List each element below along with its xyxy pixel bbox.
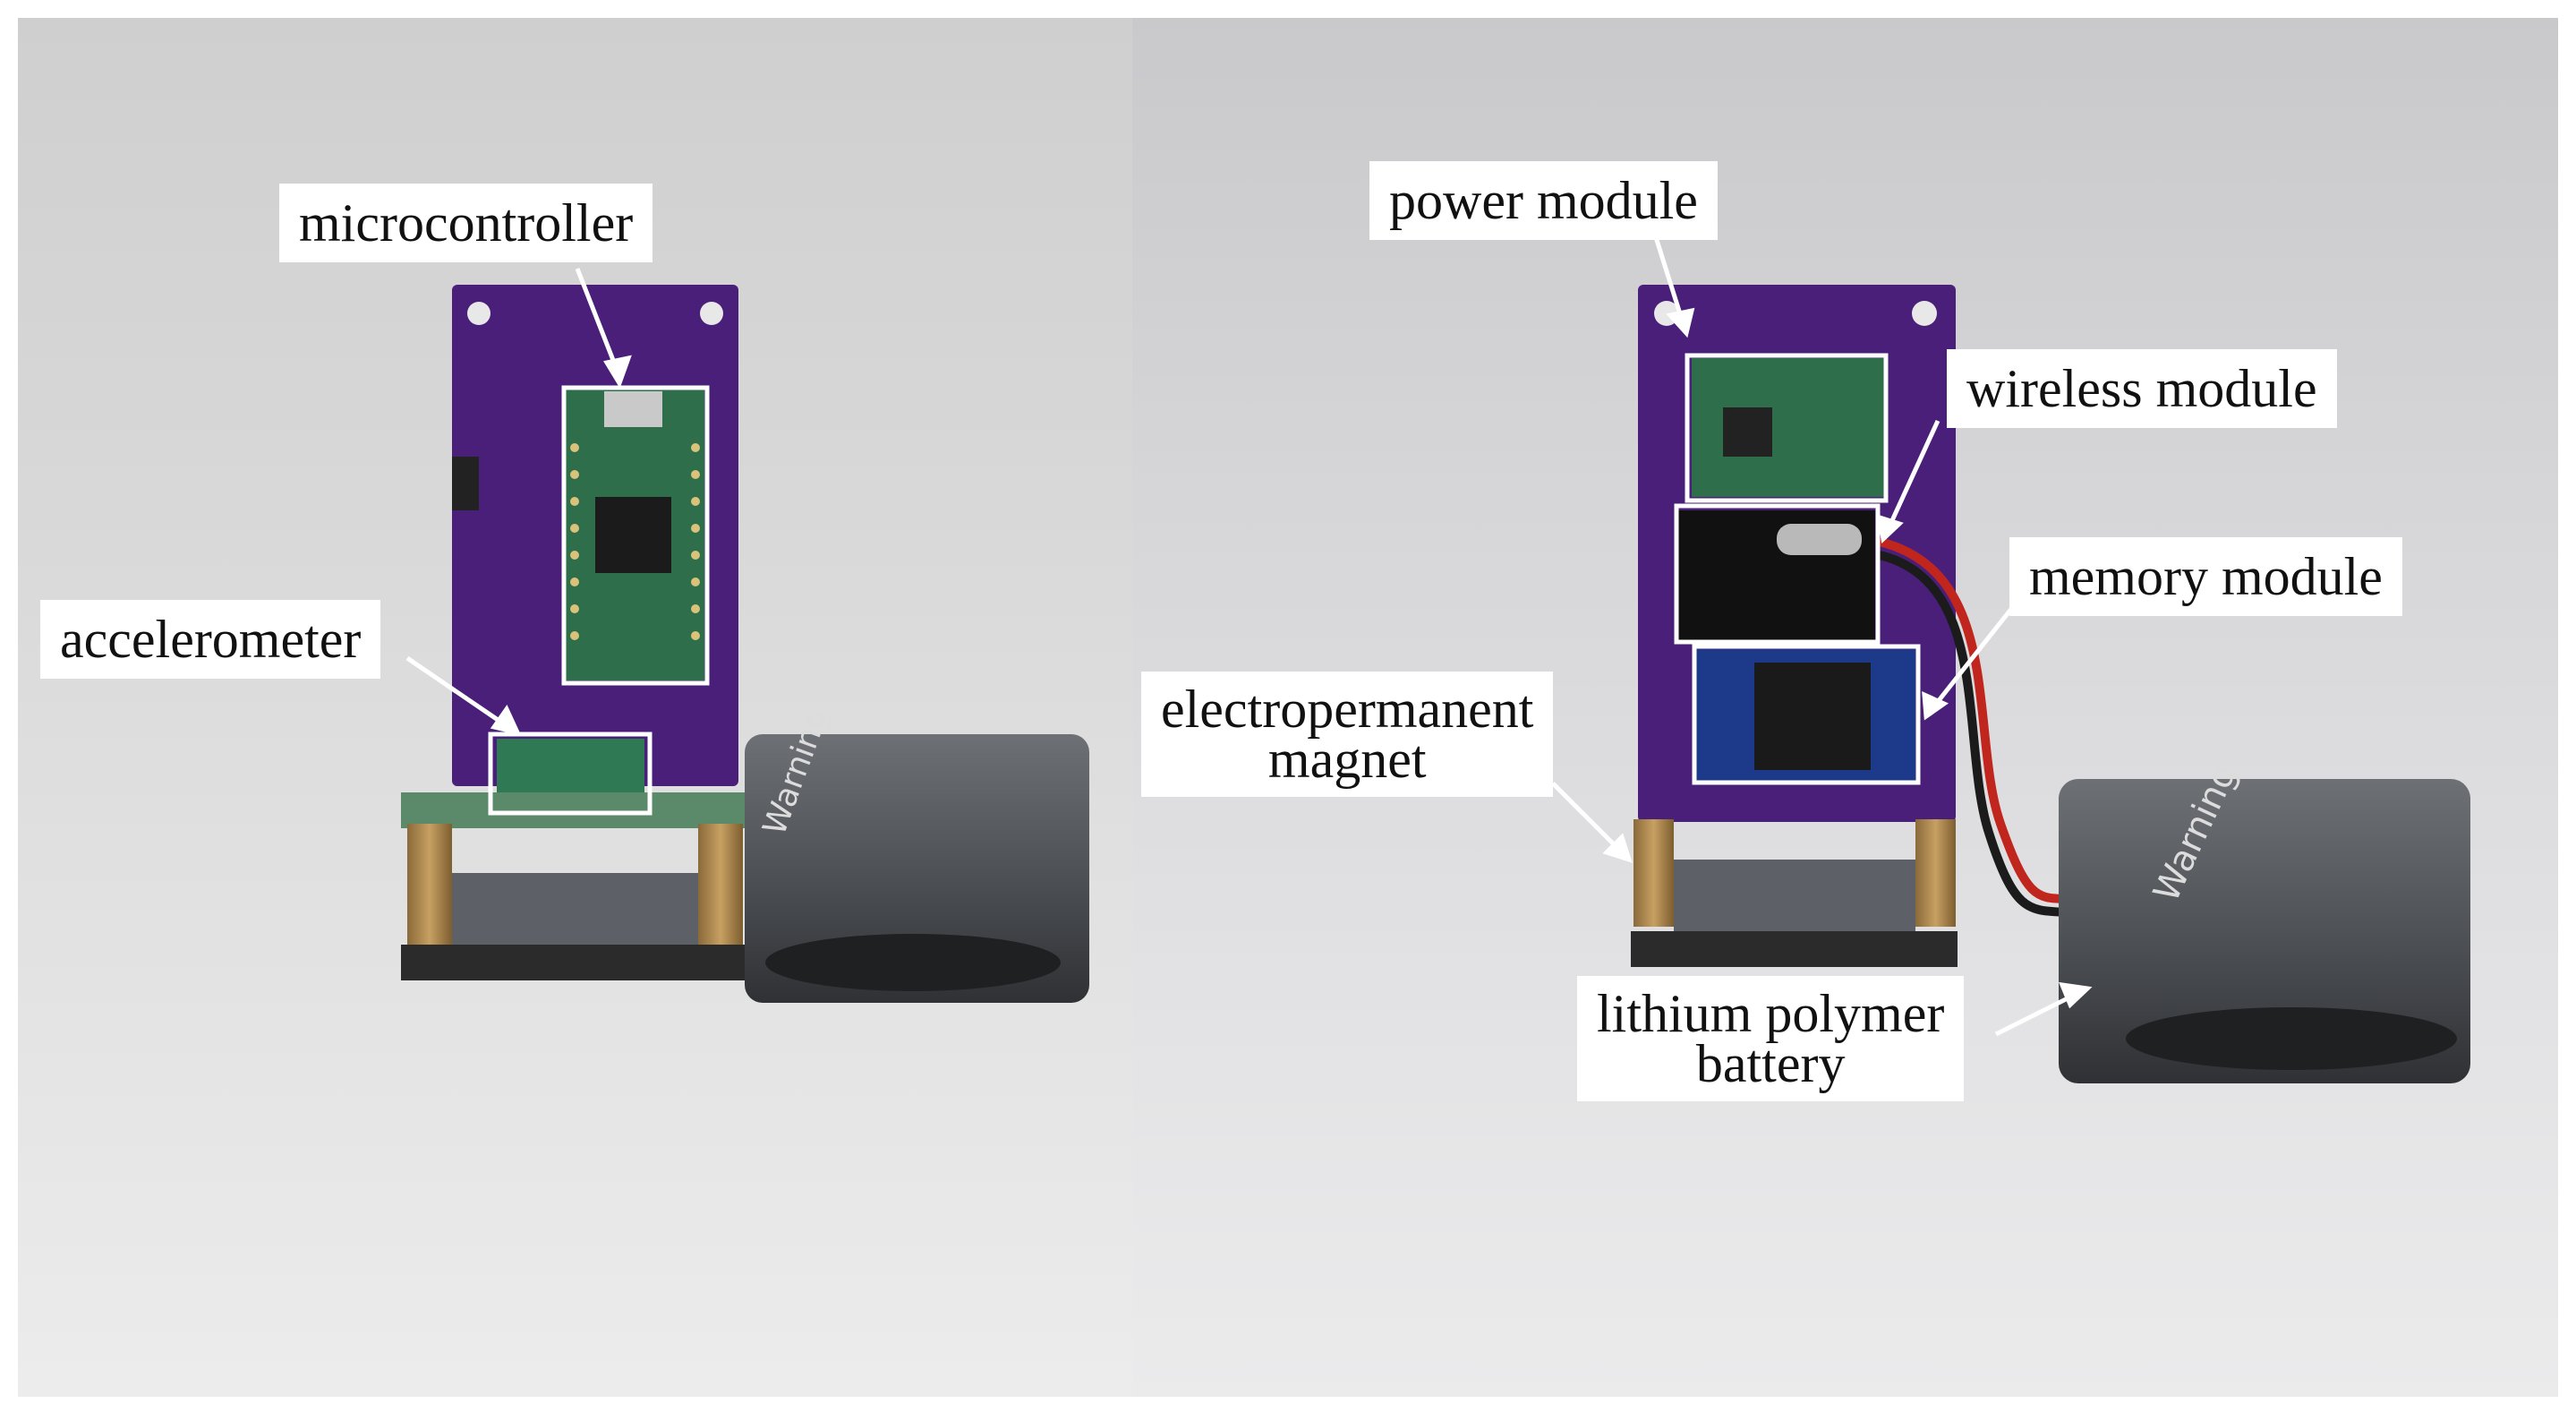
right-battery-end <box>2126 1007 2457 1070</box>
highlight-boxes <box>488 353 1921 816</box>
arrowhead <box>1666 307 1695 338</box>
callout-arrows <box>405 236 2093 1037</box>
arrowhead <box>1876 514 1904 544</box>
accelerometer-label: accelerometer <box>40 600 381 679</box>
left-battery <box>745 734 1089 1003</box>
right-base <box>1631 931 1958 967</box>
power-module-label: power module <box>1369 161 1718 240</box>
arrowhead <box>1922 690 1949 721</box>
left-switch <box>452 457 479 510</box>
arrowhead <box>1602 833 1633 863</box>
accelerometer-highlight <box>488 732 653 816</box>
power-module-board <box>1692 358 1884 497</box>
left-magnet-block <box>452 873 698 949</box>
right-battery <box>2059 779 2470 1083</box>
left-brass-post <box>407 824 452 945</box>
wireless-module-label: wireless module <box>1947 349 2337 428</box>
microcontroller-highlight <box>561 385 710 686</box>
left-device: Warning <box>401 285 1089 1003</box>
right-device: Warning <box>1631 285 2470 1083</box>
lithium-polymer-battery-label: lithium polymer battery <box>1577 976 1965 1101</box>
left-brass-post <box>698 824 743 945</box>
electropermanent-magnet-label: electropermanent magnet <box>1141 672 1554 797</box>
right-magnet-block <box>1674 860 1915 936</box>
lipo-label-line2: battery <box>1695 1034 1846 1093</box>
sd-card-slot <box>1754 663 1871 770</box>
arrowhead <box>2059 981 2093 1009</box>
left-pcb-hole <box>700 302 723 325</box>
mcu-chip <box>595 497 671 573</box>
arrowhead <box>490 705 522 736</box>
microcontroller-label: microcontroller <box>279 184 653 262</box>
arrowhead <box>603 355 632 389</box>
pin-row <box>570 443 700 640</box>
lipo-label-line1: lithium polymer <box>1597 984 1945 1043</box>
right-brass-post <box>1915 819 1956 927</box>
power-module-inductor <box>1723 407 1772 457</box>
memory-module-highlight <box>1692 644 1921 785</box>
right-pcb-hole <box>1912 301 1937 326</box>
right-brass-post <box>1633 819 1674 927</box>
left-battery-end <box>765 934 1061 991</box>
electropermanent-magnet-line2: magnet <box>1267 730 1427 789</box>
power-module-highlight <box>1685 353 1889 503</box>
battery-wire-black <box>1878 551 2082 918</box>
usb-connector <box>604 391 662 427</box>
left-pcb-hole <box>467 302 490 325</box>
wireless-crystal <box>1777 524 1862 555</box>
left-base <box>401 945 750 980</box>
wireless-module-highlight <box>1674 503 1881 645</box>
memory-module-label: memory module <box>2009 537 2402 616</box>
battery-wire-red <box>1878 537 2086 904</box>
electropermanent-magnet-line1: electropermanent <box>1161 680 1534 739</box>
left-green-board <box>401 792 750 828</box>
